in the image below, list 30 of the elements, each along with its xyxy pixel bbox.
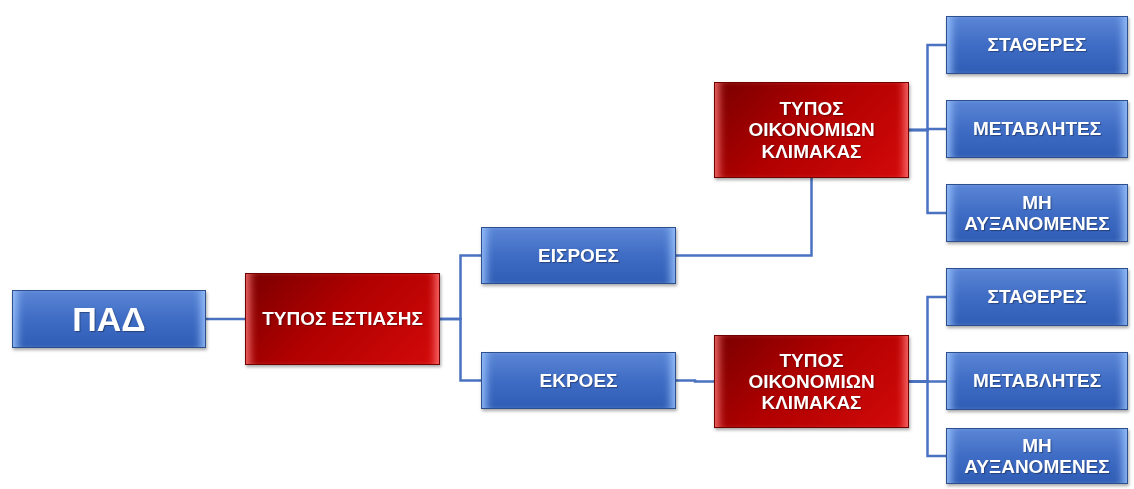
box-label: ΜΕΤΑΒΛΗΤΕΣ (972, 118, 1102, 140)
box-label: ΜΗ ΑΥΞΑΝΟΜΕΝΕΣ (963, 191, 1111, 235)
item-box (481, 352, 676, 409)
box-label: ΜΗ ΑΥΞΑΝΟΜΕΝΕΣ (963, 434, 1111, 478)
item-box (946, 184, 1128, 242)
connector-line (909, 128, 946, 215)
category-box (245, 273, 440, 365)
item-box (946, 16, 1128, 74)
box-label: ΤΥΠΟΣ ΟΙΚΟΝΟΜΙΩΝ ΚΛΙΜΑΚΑΣ (747, 349, 876, 414)
connector-line (676, 178, 813, 257)
box-label: ΕΙΣΡΟΕΣ (538, 244, 619, 267)
box-label: ΜΕΤΑΒΛΗΤΕΣ (972, 370, 1102, 392)
box-label: ΤΥΠΟΣ ΟΙΚΟΝΟΜΙΩΝ ΚΛΙΜΑΚΑΣ (747, 98, 876, 162)
item-box (481, 227, 676, 284)
item-box (946, 100, 1128, 158)
category-box (714, 335, 909, 428)
box-label: ΠΑΔ (72, 299, 146, 339)
connector-line (676, 379, 714, 383)
item-box (946, 268, 1128, 326)
box-label: ΣΤΑΘΕΡΕΣ (987, 286, 1087, 308)
item-box (946, 428, 1128, 484)
box-label: ΤΥΠΟΣ ΕΣΤΙΑΣΗΣ (262, 308, 423, 330)
item-box (12, 290, 206, 348)
box-label: ΕΚΡΟΕΣ (539, 369, 618, 392)
connector-line (440, 317, 481, 382)
connector-line (909, 380, 946, 458)
box-label: ΣΤΑΘΕΡΕΣ (987, 34, 1087, 56)
category-box (714, 82, 909, 178)
connector-line (206, 317, 245, 321)
item-box (946, 352, 1128, 410)
